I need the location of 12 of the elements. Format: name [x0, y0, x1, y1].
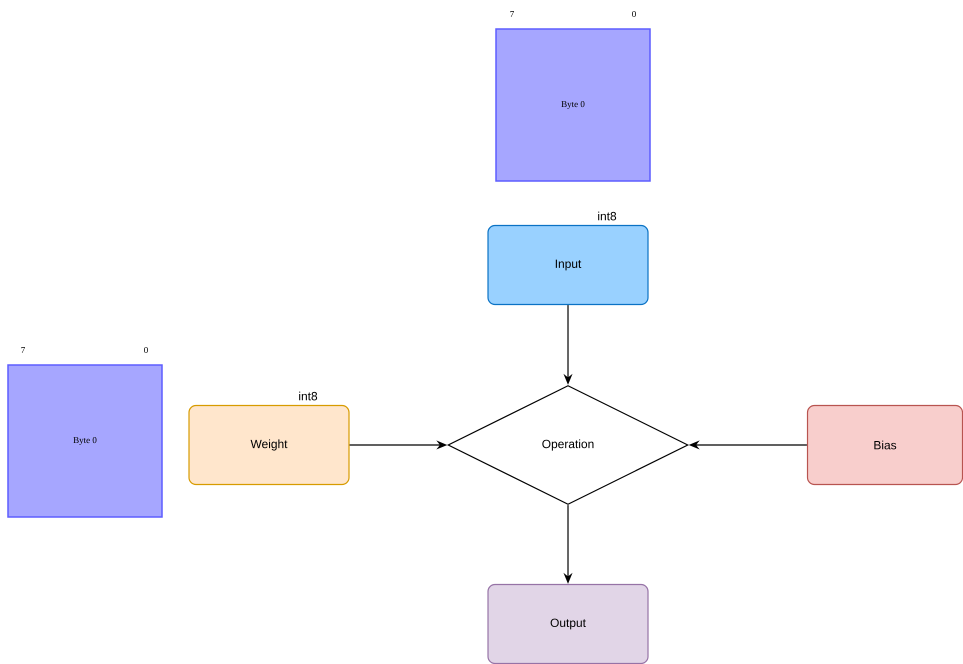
process-box: Weight [188, 404, 350, 486]
type-label: int8 [299, 392, 318, 400]
process-box: Output [487, 584, 649, 664]
bit-label: 0 [632, 10, 636, 18]
process-box: Bias [806, 404, 963, 486]
process-box: Input [487, 224, 649, 306]
bit-label: 7 [21, 347, 25, 353]
bit-label: 7 [510, 11, 514, 17]
type-label: int8 [598, 212, 616, 220]
bit-label: 0 [144, 346, 148, 354]
byte-box: Byte 0 [495, 28, 651, 182]
byte-box: Byte 0 [7, 364, 163, 518]
